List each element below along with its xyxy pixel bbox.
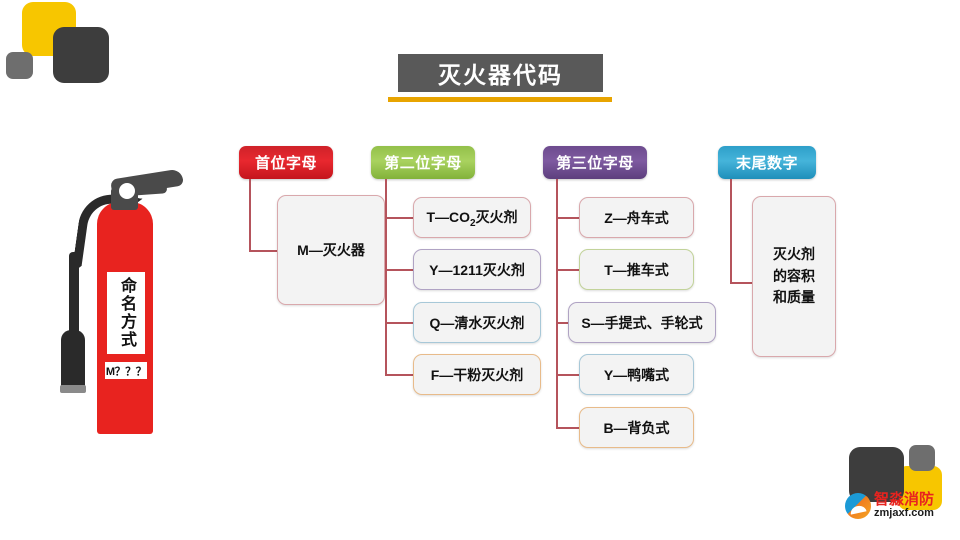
connector-branch3-to-node4 xyxy=(556,374,580,376)
branch-header-first-letter-label: 首位字母 xyxy=(254,155,317,172)
connector-branch3-trunk xyxy=(556,179,558,428)
decor-square-dark-topleft xyxy=(53,27,109,83)
branch-header-trailing-number[interactable]: 末尾数字 xyxy=(718,146,816,179)
connector-branch1-trunk xyxy=(249,179,251,251)
node-second-letter-1211-label: Y—1211灭火剂 xyxy=(429,261,525,278)
extinguisher-label-text: 命名方式 xyxy=(118,277,135,349)
extinguisher-code-plate: M？？？ xyxy=(105,362,147,379)
branch-header-third-letter-label: 第三位字母 xyxy=(556,155,634,172)
node-third-letter-cart[interactable]: T—推车式 xyxy=(579,249,694,290)
node-third-letter-backpack-label: B—背负式 xyxy=(603,419,670,436)
branch-header-third-letter[interactable]: 第三位字母 xyxy=(543,146,647,179)
connector-branch2-to-node3 xyxy=(385,322,414,324)
node-third-letter-boat[interactable]: Z—舟车式 xyxy=(579,197,694,238)
extinguisher-nozzle-icon xyxy=(61,330,85,390)
brand-logo-text: 智淼消防 zmjaxf.com xyxy=(874,492,934,519)
brand-url: zmjaxf.com xyxy=(874,507,934,519)
brand-logo[interactable]: 智淼消防 zmjaxf.com xyxy=(845,492,934,519)
node-third-letter-cart-label: T—推车式 xyxy=(604,261,669,278)
fire-extinguisher-illustration: 命名方式 M？？？ xyxy=(55,168,205,440)
node-third-letter-backpack[interactable]: B—背负式 xyxy=(579,407,694,448)
connector-branch2-to-node2 xyxy=(385,269,414,271)
connector-branch3-to-node2 xyxy=(556,269,580,271)
node-first-letter-m[interactable]: M—灭火器 xyxy=(277,195,385,305)
node-second-letter-co2[interactable]: T—CO2灭火剂 xyxy=(413,197,531,238)
extinguisher-label: 命名方式 xyxy=(107,272,145,354)
decor-square-yellow-bottomright xyxy=(898,466,942,510)
branch-header-second-letter-label: 第二位字母 xyxy=(384,155,462,172)
extinguisher-code-text: M？？？ xyxy=(105,365,147,378)
node-first-letter-m-label: M—灭火器 xyxy=(297,242,365,258)
extinguisher-safety-pin-icon xyxy=(117,181,137,201)
title-underline xyxy=(388,97,612,102)
node-second-letter-powder[interactable]: F—干粉灭火剂 xyxy=(413,354,541,395)
node-third-letter-duckbill-label: Y—鸭嘴式 xyxy=(603,366,670,383)
node-trailing-number-line1: 灭火剂 xyxy=(773,245,815,262)
extinguisher-hose-stem-icon xyxy=(69,252,79,360)
connector-branch4-to-node1 xyxy=(730,282,754,284)
node-second-letter-co2-label: T—CO2灭火剂 xyxy=(426,208,518,229)
decor-square-gray-topleft xyxy=(6,52,33,79)
node-third-letter-handheld[interactable]: S—手提式、手轮式 xyxy=(568,302,716,343)
node-second-letter-water[interactable]: Q—清水灭火剂 xyxy=(413,302,541,343)
connector-branch2-to-node4 xyxy=(385,374,414,376)
connector-branch2-to-node1 xyxy=(385,217,414,219)
node-second-letter-water-label: Q—清水灭火剂 xyxy=(429,314,525,331)
connector-branch2-trunk xyxy=(385,179,387,375)
page-title: 灭火器代码 xyxy=(438,62,563,88)
branch-header-first-letter[interactable]: 首位字母 xyxy=(239,146,333,179)
connector-branch1-to-node1 xyxy=(249,250,278,252)
node-third-letter-boat-label: Z—舟车式 xyxy=(604,209,669,226)
connector-branch4-trunk xyxy=(730,179,732,283)
connector-branch3-to-node5 xyxy=(556,427,580,429)
decor-square-gray-bottomright xyxy=(909,445,935,471)
node-second-letter-1211[interactable]: Y—1211灭火剂 xyxy=(413,249,541,290)
node-third-letter-duckbill[interactable]: Y—鸭嘴式 xyxy=(579,354,694,395)
node-trailing-number-line2: 的容积 xyxy=(773,267,815,284)
node-trailing-number-line3: 和质量 xyxy=(773,289,815,306)
node-third-letter-handheld-label: S—手提式、手轮式 xyxy=(581,314,703,331)
node-trailing-number-capacity[interactable]: 灭火剂 的容积 和质量 xyxy=(752,196,836,357)
node-second-letter-powder-label: F—干粉灭火剂 xyxy=(430,366,524,383)
extinguisher-nozzle-tip-icon xyxy=(60,385,86,393)
brand-logo-icon xyxy=(845,492,871,519)
branch-header-second-letter[interactable]: 第二位字母 xyxy=(371,146,475,179)
connector-branch3-to-node1 xyxy=(556,217,580,219)
page-title-banner: 灭火器代码 xyxy=(398,54,603,92)
branch-header-trailing-number-label: 末尾数字 xyxy=(735,155,798,172)
brand-name: 智淼消防 xyxy=(874,491,935,508)
